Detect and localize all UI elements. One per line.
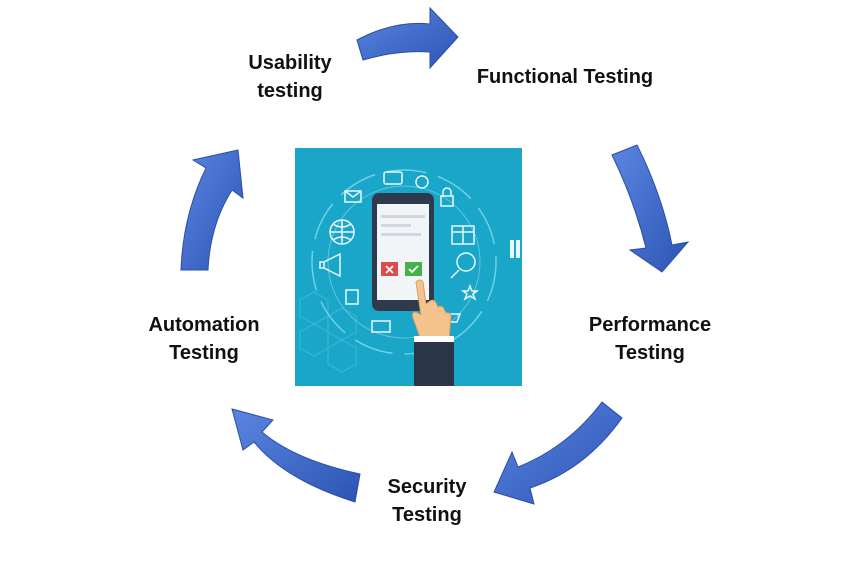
step-label-usability: Usability testing (248, 52, 332, 102)
lock-icon (440, 195, 454, 207)
arrow-security-to-automation (231, 408, 361, 503)
chat-icon (383, 171, 403, 185)
card-icon (371, 320, 391, 333)
hand-pointer-icon (411, 279, 454, 386)
arrow-functional-to-performance (611, 144, 690, 273)
cycle-arrows (180, 6, 690, 505)
megaphone-icon (319, 252, 341, 278)
arrow-automation-to-usability (180, 149, 244, 271)
mail-icon (344, 190, 362, 203)
mobile-testing-illustration (295, 148, 522, 386)
step-label-security: Security Testing (387, 476, 467, 526)
arrow-performance-to-security (493, 401, 623, 505)
play-icon (415, 175, 429, 189)
check-mark-icon (405, 262, 422, 276)
bag-icon (345, 289, 359, 305)
step-label-automation: Automation Testing (148, 314, 260, 364)
step-label-functional: Functional Testing (476, 66, 654, 88)
arrow-usability-to-functional (356, 6, 459, 70)
magnifier-icon (456, 252, 476, 272)
star-icon (460, 283, 480, 301)
step-label-performance: Performance Testing (588, 314, 712, 364)
